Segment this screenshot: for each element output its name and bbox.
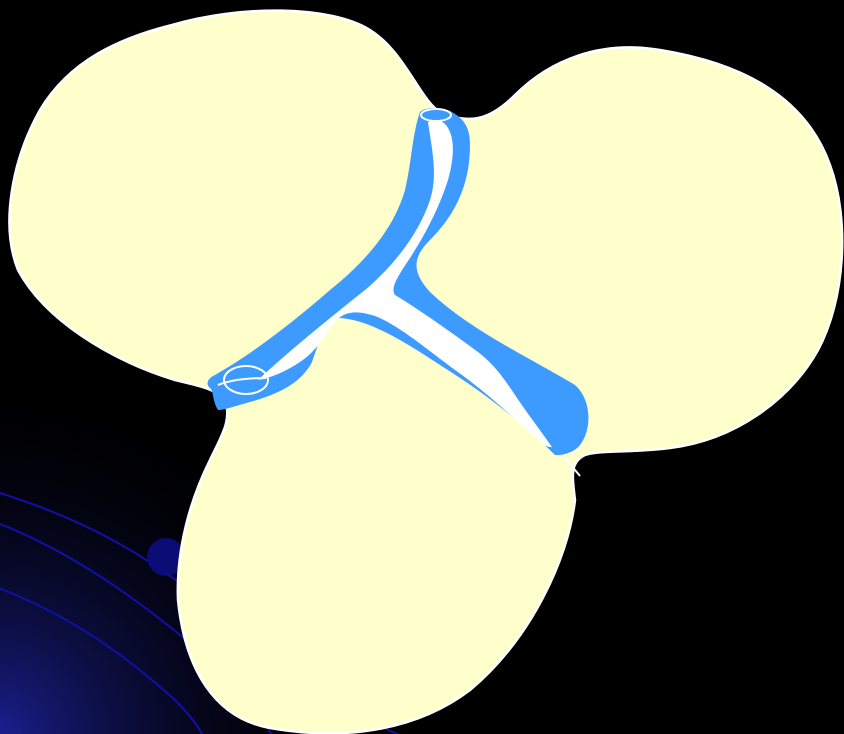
- channel-top-ring: [421, 109, 451, 121]
